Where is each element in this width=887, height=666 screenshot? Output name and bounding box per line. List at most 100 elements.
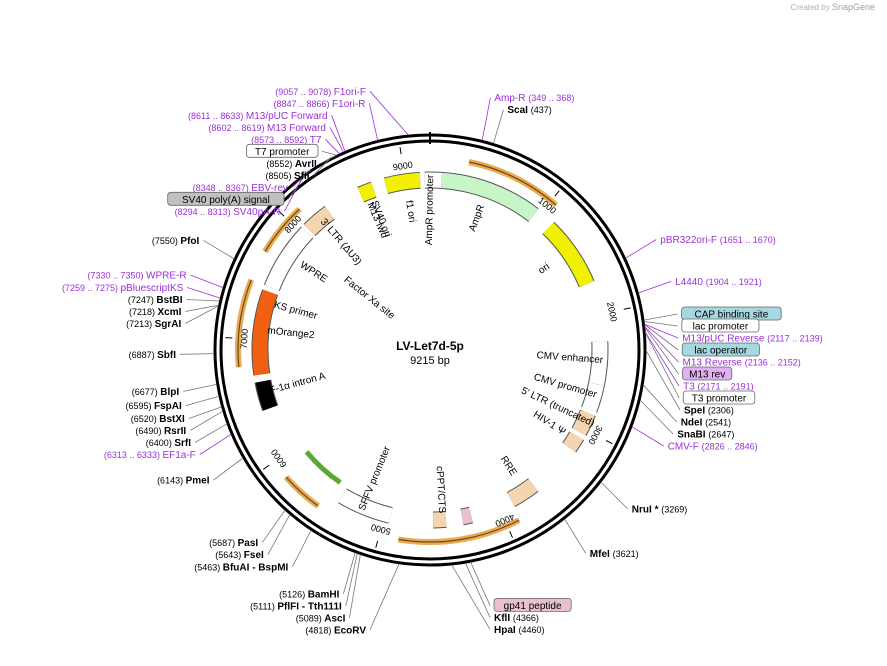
feature-label-rre: RRE [498,454,519,478]
plasmid-name: LV-Let7d-5p [396,339,464,353]
position-pasi: (5687) [209,538,238,548]
name-t7: T7 [310,135,322,146]
feature-5-ltr-truncated [572,410,595,436]
leader-nrui [600,481,629,510]
leader-l4440 [638,281,672,294]
site-fspai: (6595) FspAI [125,401,182,412]
feature-label-morange2: mOrange2 [267,325,316,341]
name-bfuai-bspmi: BfuAI - BspMI [223,563,289,574]
badge-box-m13-rev [682,366,733,381]
leader-fsei [267,514,291,555]
primer-binding-arc-2 [283,475,320,509]
position-bamhi: (5126) [279,589,308,599]
position-xcmi: (7218) [129,307,158,317]
position-sv40pa-r: (8294 .. 8313) [175,207,234,217]
feature-gp41-peptide [460,507,473,525]
position-f1ori-f: (9057 .. 9078) [275,87,334,97]
leader-spei [645,350,681,411]
name-bstxi: BstXI [159,414,185,425]
name-spei: SpeI [684,406,708,417]
position-t7: (8573 .. 8592) [251,135,310,145]
primer-f1ori-r: (8847 .. 8866) F1ori-R [274,99,366,110]
leader-scai [493,109,504,144]
primer-m13-reverse: M13 Reverse (2136 .. 2152) [683,358,801,369]
feature-morange2 [252,289,278,376]
position-f1ori-r: (8847 .. 8866) [274,99,333,109]
name-nrui: NruI * [632,505,661,516]
position-fspai: (6595) [125,401,154,411]
leader-hpai [451,564,491,630]
badge-t3-promoter: T3 promoter [692,394,747,405]
position-rsrii: (6490) [135,426,164,436]
leader-m13-reverse [644,326,679,363]
position-blpi: (6677) [132,387,161,397]
tick-label-1000: 1000 [536,195,558,215]
site-bfuai-bspmi: (5463) BfuAI - BspMI [194,563,288,574]
site-pflfi-tth111i: (5111) PflFI - Tth111I [250,601,342,612]
name-sfii: SfiI [294,171,310,182]
site-pasi: (5687) PasI [209,538,258,549]
name-pfoi: PfoI [180,236,199,247]
leader-bamhi [343,552,356,595]
tick-4000 [509,531,513,538]
sffv-green-arc-0 [304,450,342,485]
position-spei: (2306) [708,406,734,416]
leader-sfii [313,158,330,176]
leader-sgrai [185,305,219,324]
feature-label-3-ltr-u3: 3' LTR (ΔU3) [318,217,364,268]
name-pflfi-tth111i: PflFI - Tth111I [277,601,342,612]
position-m13-puc-forward: (8611 .. 8633) [188,111,246,121]
tick-9000 [399,147,402,155]
outer-labels: Amp-R (349 .. 368)ScaI (437)pBR322ori-F … [62,87,823,637]
name-pbluescriptks: pBluescriptKS [120,283,183,294]
tick-5000 [375,540,379,548]
feature-rre [507,478,538,507]
position-pmei: (6143) [157,476,186,486]
name-ecorv: EcoRV [334,625,366,636]
position-asci: (5089) [296,613,325,623]
position-bstbi: (7247) [128,295,157,305]
leader-bstxi [188,406,222,419]
feature-sffv-promoter [338,489,393,523]
primer-cmv-f: CMV-F (2826 .. 2846) [668,442,758,453]
leader-asci [349,554,361,618]
position-l4440: (1904 .. 1921) [706,277,762,287]
name-pbr322ori-f: pBR322ori-F [660,235,719,246]
feature-label-wpre: WPRE [298,260,329,286]
position-ndei: (2541) [705,418,731,428]
position-amp-r: (349 .. 368) [528,93,574,103]
leader-snabi [639,399,674,435]
leader-rsrii [189,410,224,431]
features [251,171,609,529]
credit-prefix: Created by [790,3,830,12]
site-rsrii: (6490) RsrII [135,426,186,437]
feature-cppt-cts [433,511,447,528]
position-hpai: (4460) [518,625,544,635]
name-kfli: KflI [494,613,513,624]
name-m13-reverse: M13 Reverse [683,358,745,369]
feature-label-ef-1-intron-a: EF-1α intron A [262,371,327,399]
feature-label-ori: ori [536,261,551,276]
badge-sv40-poly-a-signal: SV40 poly(A) signal [182,195,270,206]
leader-t3 [644,331,680,387]
position-pbr322ori-f: (1651 .. 1670) [720,235,776,245]
site-hpai: HpaI (4460) [494,625,544,636]
name-t3: T3 [683,382,697,393]
leader-ecorv [369,563,400,631]
leader-gp41-peptide [470,561,491,606]
leader-lines [179,91,681,631]
primer-binding-arc-core-2 [285,476,319,507]
name-m13-puc-forward: M13/pUC Forward [246,111,328,122]
site-bstbi: (7247) BstBI [128,295,183,306]
site-nrui: NruI * (3269) [632,505,687,516]
primer-ef1a-f: (6313 .. 6333) EF1a-F [104,450,196,461]
primer-wpre-r: (7330 .. 7350) WPRE-R [87,271,186,282]
name-ndei: NdeI [681,418,705,429]
feature-label-ampr-promoter: AmpR promoter [424,174,436,245]
name-sbfi: SbfI [157,350,176,361]
name-pasi: PasI [238,538,259,549]
leader-sbfi [179,353,215,355]
site-sbfi: (6887) SbfI [129,350,177,361]
tick-label-2000: 2000 [605,301,619,323]
